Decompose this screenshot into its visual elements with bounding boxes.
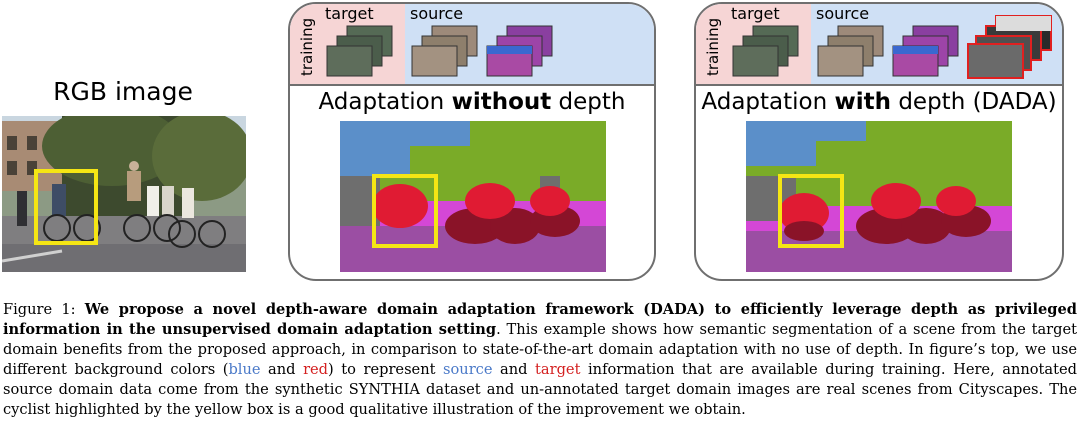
figure-label: Figure 1: [3, 301, 85, 318]
caption-and-2: and [492, 361, 535, 378]
caption-blue-word: blue [228, 361, 260, 378]
figure-caption: Figure 1: We propose a novel depth-aware… [3, 300, 1077, 420]
source-rgb-thumbnails [410, 24, 490, 79]
source-rgb-thumbnails [816, 24, 896, 79]
training-strip: training target source [696, 4, 1062, 86]
source-depth-thumbnails [966, 14, 1058, 82]
caption-and-1: and [261, 361, 304, 378]
panel-title: Adaptation without depth [290, 89, 654, 115]
rgb-image-title: RGB image [48, 77, 198, 106]
target-thumbnails [731, 24, 811, 79]
source-label-thumbnails [485, 24, 565, 79]
caption-text-2: ) to represent [328, 361, 443, 378]
target-thumbnails [325, 24, 405, 79]
training-label: training [298, 18, 316, 76]
segmentation-with-depth [746, 121, 1012, 272]
source-label-thumbnails [891, 24, 971, 79]
panel-title: Adaptation with depth (DADA) [696, 89, 1062, 115]
source-label: source [816, 4, 869, 23]
caption-red-word: red [303, 361, 328, 378]
caption-source-word: source [443, 361, 492, 378]
segmentation-without-depth [340, 121, 606, 272]
training-label: training [704, 18, 722, 76]
target-label: target [731, 4, 780, 23]
target-label: target [325, 4, 374, 23]
panel-with-depth: training target source Adaptation wit [694, 2, 1064, 281]
panel-without-depth: training target source Adaptation withou… [288, 2, 656, 281]
source-label: source [410, 4, 463, 23]
rgb-street-photo [2, 116, 246, 272]
training-strip: training target source [290, 4, 654, 86]
caption-target-word: target [535, 361, 580, 378]
